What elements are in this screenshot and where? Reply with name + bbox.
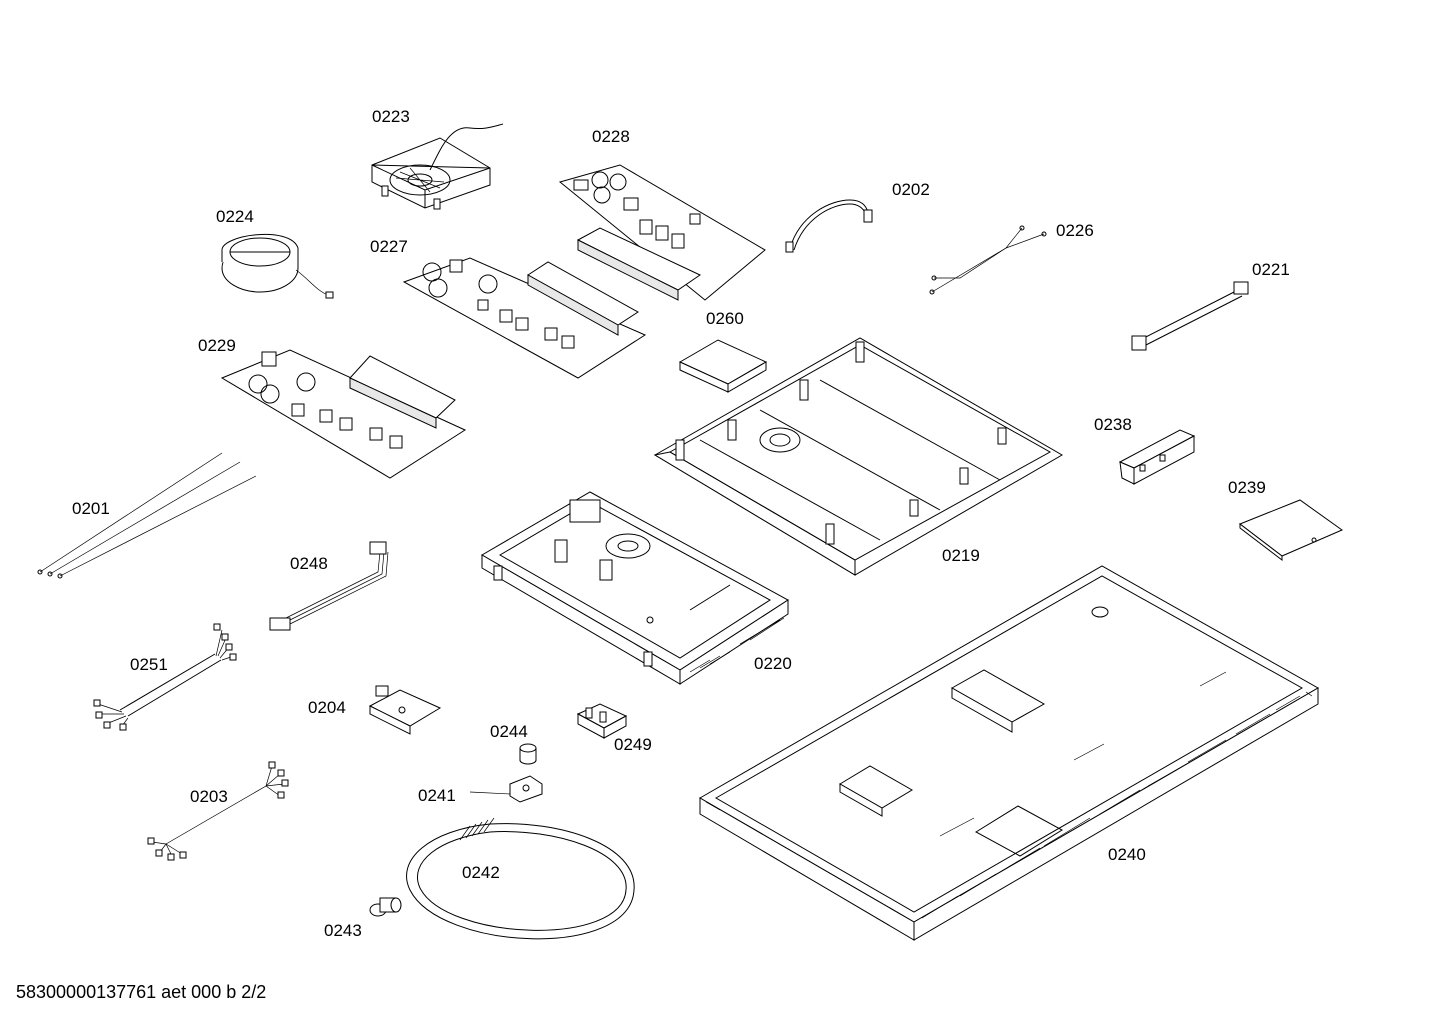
label-0241: 0241 (418, 786, 456, 805)
label-0243: 0243 (324, 921, 362, 940)
part-0260-pad[interactable] (678, 339, 768, 393)
part-0228-board[interactable] (558, 164, 766, 301)
part-0248-flexcable[interactable] (269, 541, 389, 631)
label-0228: 0228 (592, 127, 630, 146)
label-0244: 0244 (490, 722, 528, 741)
label-0227: 0227 (370, 237, 408, 256)
label-0260: 0260 (706, 309, 744, 328)
part-0203-wires[interactable] (147, 761, 289, 861)
label-0223: 0223 (372, 107, 410, 126)
part-0204-bracket[interactable] (368, 685, 442, 735)
label-0238: 0238 (1094, 415, 1132, 434)
label-0248: 0248 (290, 554, 328, 573)
label-0203: 0203 (190, 787, 228, 806)
label-0251: 0251 (130, 655, 168, 674)
part-0244-cap[interactable] (519, 743, 537, 765)
label-0242: 0242 (462, 863, 500, 882)
part-0238-bracket[interactable] (1118, 429, 1196, 485)
part-0243-grommet[interactable] (369, 897, 402, 917)
drawing-reference-footer: 58300000137761 aet 000 b 2/2 (16, 982, 267, 1002)
part-0202-cable[interactable] (785, 199, 873, 253)
label-0201: 0201 (72, 499, 110, 518)
label-0219: 0219 (942, 546, 980, 565)
label-0204: 0204 (308, 698, 346, 717)
part-0229-board[interactable] (220, 349, 467, 479)
part-0239-sheet[interactable] (1238, 499, 1344, 562)
part-0224-coil[interactable] (221, 233, 334, 299)
label-0224: 0224 (216, 207, 254, 226)
part-0241-clamp[interactable] (469, 775, 543, 803)
label-0220: 0220 (754, 654, 792, 673)
label-0239: 0239 (1228, 478, 1266, 497)
part-0242-hose[interactable] (406, 817, 635, 940)
label-0240: 0240 (1108, 845, 1146, 864)
part-0227-board[interactable] (402, 257, 647, 379)
part-0220-frame[interactable] (481, 491, 789, 685)
part-0251-harness[interactable] (93, 623, 237, 731)
part-0240-basepan[interactable] (699, 565, 1320, 941)
label-0226: 0226 (1056, 221, 1094, 240)
part-0221-connector[interactable] (1131, 281, 1249, 351)
label-0249: 0249 (614, 735, 652, 754)
label-0229: 0229 (198, 336, 236, 355)
part-0249-terminal[interactable] (576, 703, 628, 739)
part-0226-wire[interactable] (929, 225, 1047, 295)
part-0201-wires[interactable] (37, 452, 257, 579)
label-0221: 0221 (1252, 260, 1290, 279)
part-0219-housing[interactable] (653, 337, 1063, 576)
part-0223-fan[interactable] (371, 123, 504, 210)
label-0202: 0202 (892, 180, 930, 199)
